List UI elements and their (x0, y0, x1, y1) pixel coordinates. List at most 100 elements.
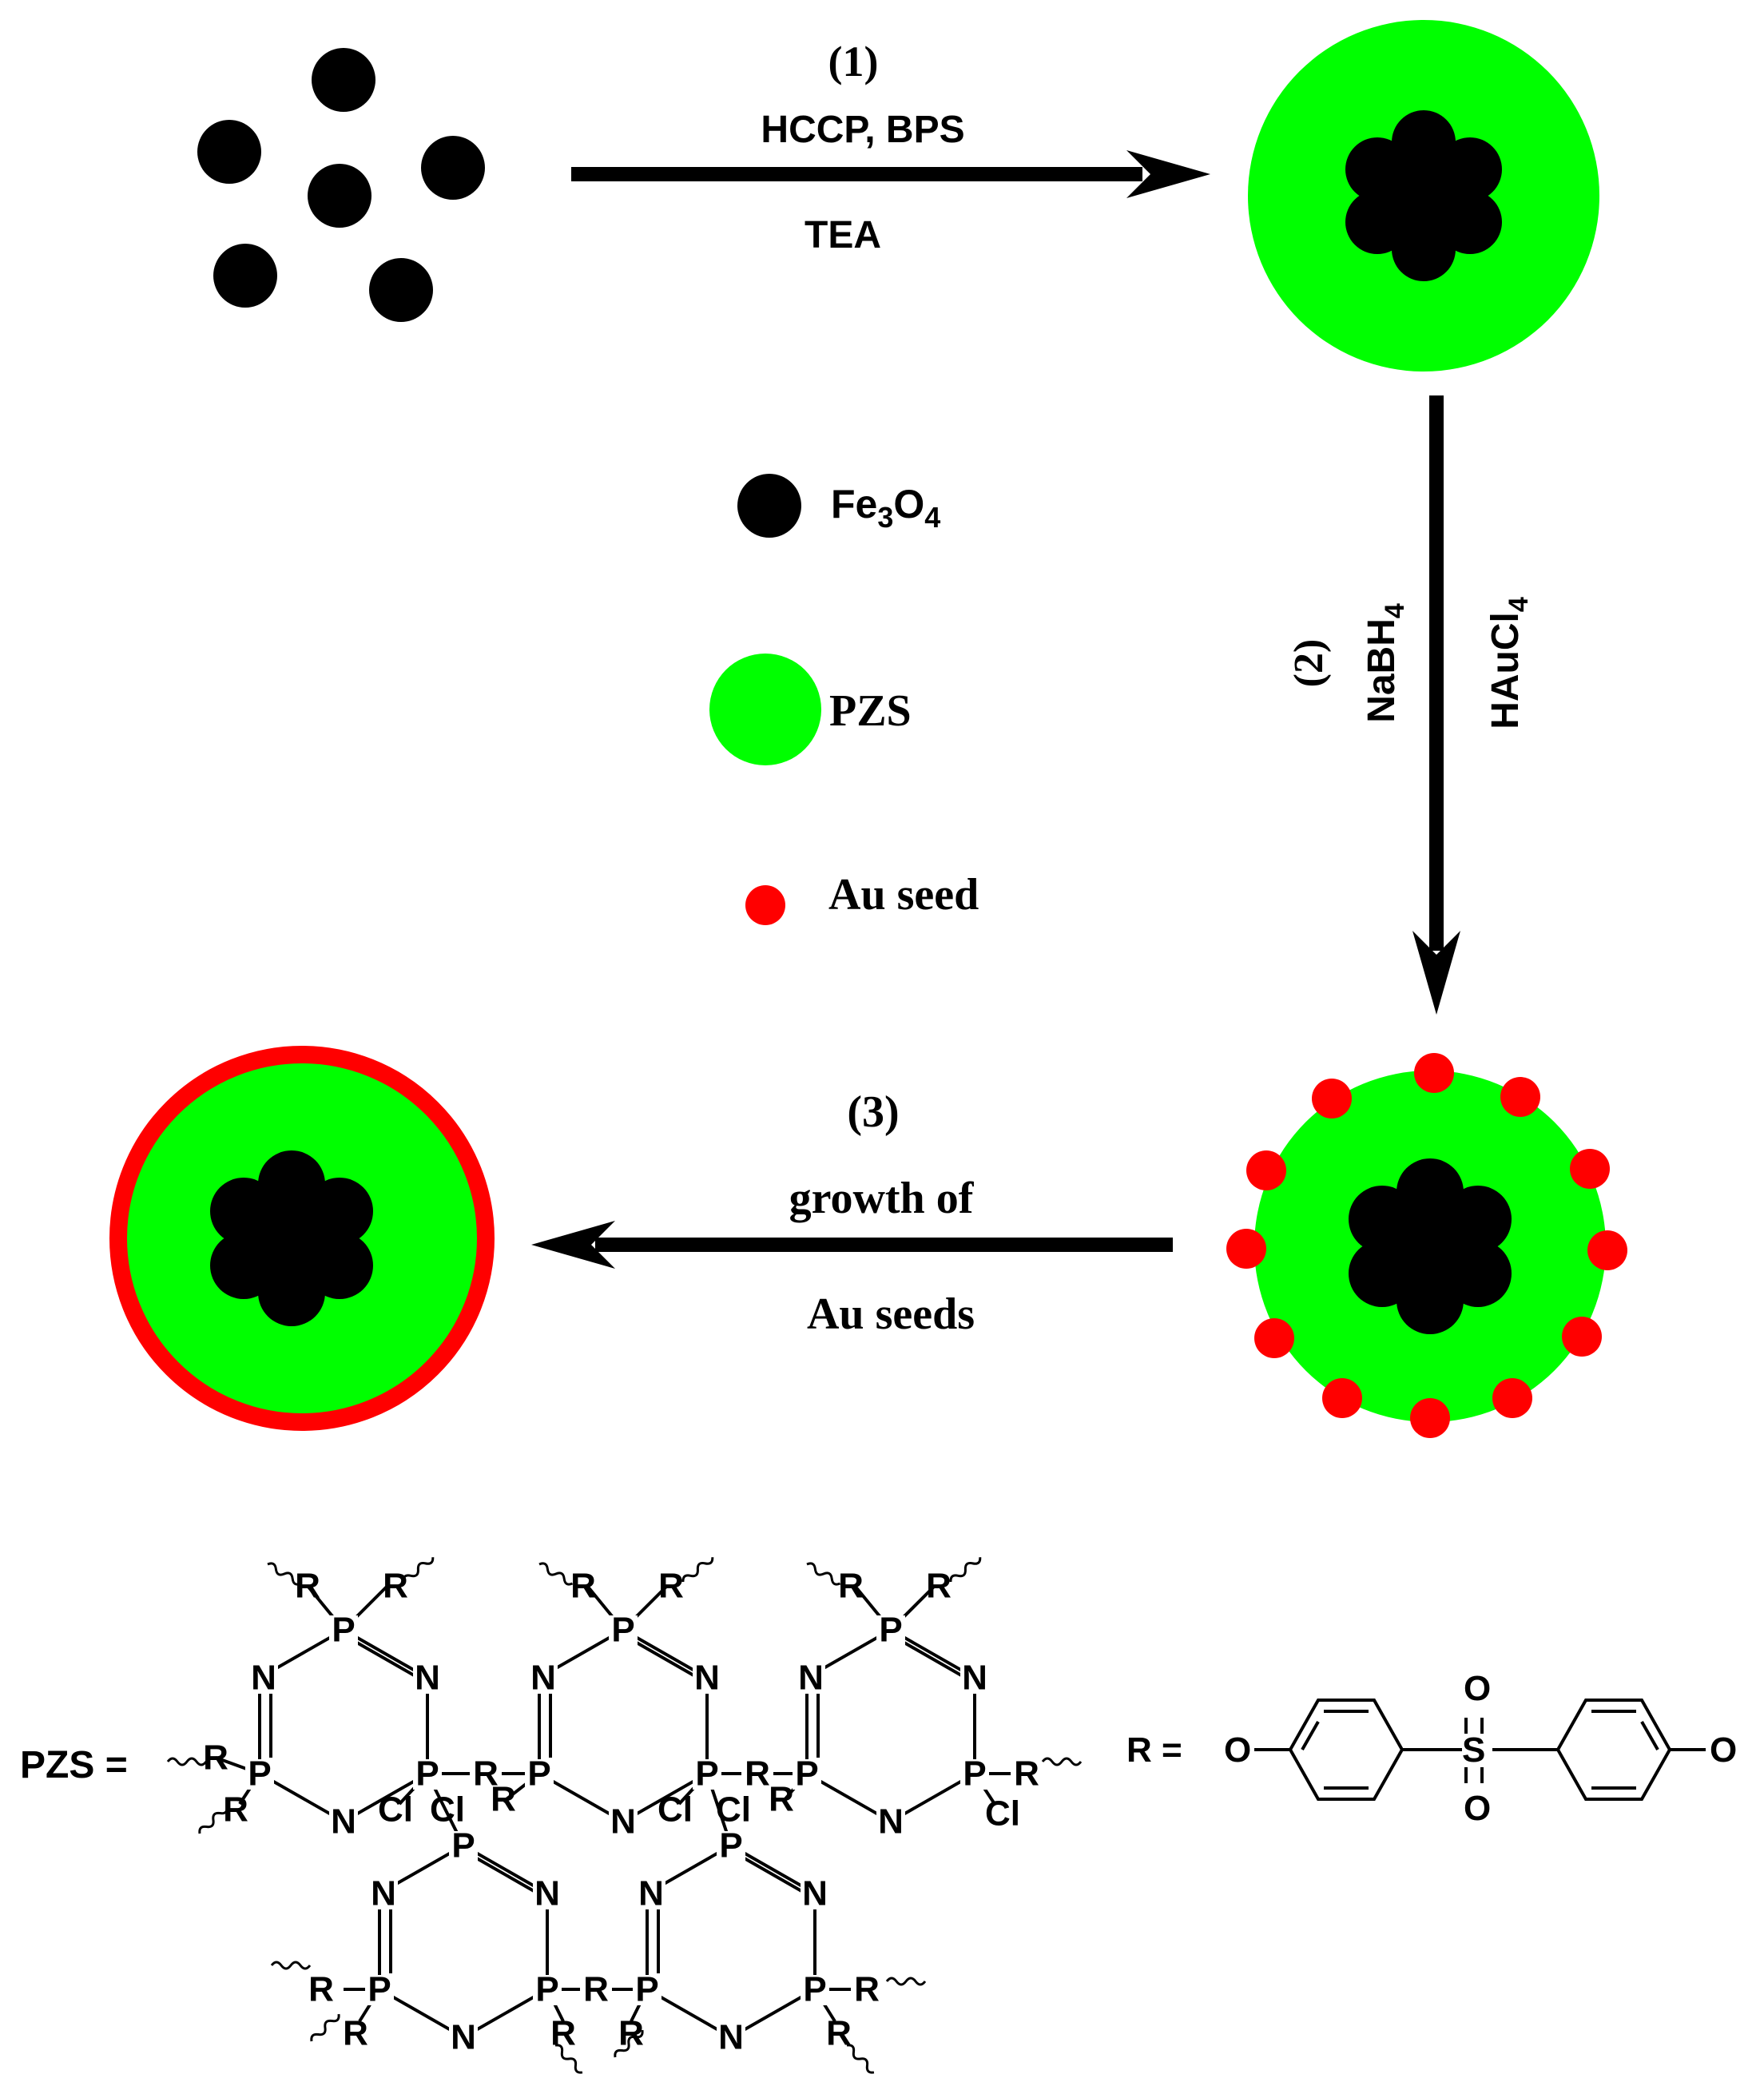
step2-number: (2) (1286, 639, 1332, 688)
svg-text:R: R (583, 1970, 609, 2009)
step3-arrow (531, 1221, 1173, 1269)
legend: Fe3O4 PZS Au seed (709, 474, 979, 925)
fe3o4-pzs-au-particle (109, 1046, 495, 1431)
svg-text:P: P (803, 1970, 826, 2009)
fe3o4-pzs-au-seed-particle (1226, 1053, 1627, 1438)
svg-text:P: P (527, 1754, 550, 1794)
svg-text:R: R (550, 2014, 576, 2053)
svg-text:R: R (854, 1970, 880, 2009)
fe3o4-particle (213, 244, 277, 308)
legend-au-seed-swatch (745, 885, 785, 925)
svg-text:R: R (223, 1790, 248, 1830)
svg-text:N: N (802, 1874, 828, 1913)
svg-text:P: P (332, 1611, 355, 1650)
svg-text:N: N (251, 1659, 276, 1698)
fe3o4-particle (197, 120, 261, 184)
svg-text:R: R (769, 1780, 794, 1819)
svg-text:R: R (570, 1567, 596, 1606)
svg-text:Cl: Cl (430, 1790, 465, 1830)
svg-text:P: P (451, 1826, 475, 1865)
svg-text:P: P (248, 1754, 271, 1794)
svg-text:R: R (926, 1567, 952, 1606)
svg-text:P: P (535, 1970, 558, 2009)
fe3o4-particle (369, 258, 433, 322)
svg-text:R: R (295, 1567, 320, 1606)
legend-fe3o4-label: Fe3O4 (831, 482, 940, 534)
benzene-ring-right (1555, 1699, 1672, 1801)
svg-text:N: N (451, 2018, 476, 2057)
step3-line1: growth of (789, 1174, 975, 1223)
o-atom-bottom: O (1464, 1789, 1491, 1828)
svg-text:P: P (368, 1970, 391, 2009)
svg-text:N: N (331, 1802, 356, 1842)
svg-text:P: P (879, 1611, 902, 1650)
svg-text:R: R (658, 1567, 684, 1606)
svg-text:N: N (638, 1874, 664, 1913)
svg-text:R: R (618, 2014, 644, 2053)
svg-text:N: N (415, 1659, 440, 1698)
fe3o4-particle (308, 164, 371, 228)
step1-number: (1) (828, 38, 879, 85)
svg-text:Cl: Cl (985, 1794, 1020, 1834)
svg-text:R: R (343, 2014, 368, 2053)
step3-line2: Au seeds (807, 1289, 975, 1339)
o-atom-left: O (1224, 1730, 1251, 1770)
legend-fe3o4-swatch (737, 474, 801, 538)
svg-text:Cl: Cl (378, 1790, 413, 1830)
r-group-definition: R = O S O O O (1126, 1669, 1737, 1828)
svg-text:R: R (826, 2014, 852, 2053)
svg-text:N: N (878, 1802, 904, 1842)
fe3o4-core-cluster (1345, 110, 1502, 281)
fe3o4-core-cluster (1349, 1158, 1512, 1334)
step1-arrow (571, 150, 1210, 198)
step1-reagents-top: HCCP, BPS (761, 109, 964, 151)
svg-text:N: N (694, 1659, 720, 1698)
svg-text:P: P (795, 1754, 818, 1794)
svg-text:N: N (530, 1659, 556, 1698)
step2-arrow (1412, 395, 1460, 1015)
svg-text:R: R (745, 1754, 770, 1794)
svg-text:R: R (838, 1567, 864, 1606)
legend-pzs-swatch (709, 654, 821, 765)
svg-text:Cl: Cl (716, 1790, 751, 1830)
r-label: R = (1126, 1730, 1182, 1770)
pzs-structural-formula: PZS = (20, 1553, 1083, 2076)
legend-au-seed-label: Au seed (828, 870, 979, 920)
step2-reagent-a: NaBH4 (1361, 603, 1410, 723)
svg-text:R: R (473, 1754, 499, 1794)
svg-text:P: P (611, 1611, 634, 1650)
svg-text:R: R (383, 1567, 408, 1606)
o-atom-top: O (1464, 1669, 1491, 1708)
atom-labels: P N N P P N R R R R P N N P P N R R R R … (203, 1567, 1039, 2057)
au-seeds (1226, 1053, 1627, 1438)
svg-text:P: P (963, 1754, 986, 1794)
fe3o4-core-cluster (210, 1150, 373, 1326)
svg-text:N: N (798, 1659, 824, 1698)
svg-text:P: P (695, 1754, 718, 1794)
benzene-ring-left (1288, 1699, 1404, 1801)
svg-text:N: N (718, 2018, 744, 2057)
legend-pzs-label: PZS (829, 686, 912, 736)
pzs-formula-label: PZS = (20, 1744, 128, 1786)
svg-text:R: R (203, 1738, 228, 1778)
step1-reagents-bottom: TEA (805, 214, 881, 256)
svg-text:R: R (1014, 1754, 1039, 1794)
svg-text:P: P (635, 1970, 658, 2009)
svg-text:N: N (534, 1874, 560, 1913)
o-atom-right: O (1710, 1730, 1737, 1770)
s-atom: S (1462, 1730, 1485, 1770)
svg-text:Cl: Cl (658, 1790, 693, 1830)
svg-text:N: N (962, 1659, 987, 1698)
fe3o4-particle (312, 48, 375, 112)
fe3o4-pzs-particle (1248, 20, 1599, 372)
svg-text:P: P (415, 1754, 439, 1794)
svg-text:R: R (491, 1780, 516, 1819)
fe3o4-particles (197, 48, 485, 322)
svg-text:N: N (371, 1874, 396, 1913)
step2-reagent-b: HAuCl4 (1484, 597, 1534, 729)
step3-number: (3) (847, 1087, 899, 1137)
svg-text:N: N (610, 1802, 636, 1842)
svg-text:R: R (308, 1970, 334, 2009)
fe3o4-particle (421, 136, 485, 200)
